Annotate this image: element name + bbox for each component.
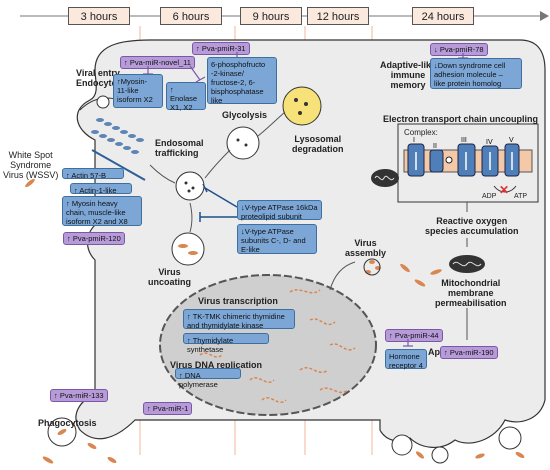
gene-myosin11: ↑Myosin- 11-like isoform X2: [113, 74, 163, 108]
inhibition-lines: [199, 183, 238, 222]
myosin-rod: [91, 149, 146, 181]
mirna-pmir31: ↑ Pva-pmiR-31: [192, 42, 250, 55]
proton-arrows: [415, 152, 513, 170]
label-uncoating: Virus uncoating: [148, 267, 191, 287]
label-ros: Reactive oxygen species accumulation: [425, 216, 519, 236]
mirna-mir1: ↑ Pva-miR-1: [143, 402, 193, 415]
gene-vatpase16: ↓V-type ATPase 16kDa proteolipid subunit: [237, 200, 322, 221]
label-complex: Complex:: [404, 128, 438, 137]
etc-panel: [397, 123, 539, 203]
time-9h: 9 hours: [240, 7, 302, 25]
gene-pfk: 6-phosphofructo -2-kinase/ fructose-2, 6…: [207, 57, 277, 105]
apoptotic-bodies: [391, 426, 522, 464]
gene-actin57b: ↑ Actin 57-B: [62, 168, 124, 180]
mirna-pmir120: ↑ Pva-pmiR-120: [63, 232, 125, 245]
label-wssv: White Spot Syndrome Virus (WSSV): [3, 150, 59, 180]
label-atp: ATP: [514, 193, 528, 200]
gene-hormone-receptor: Hormone receptor 4: [385, 349, 427, 370]
atp-synthesis-arrow: [493, 185, 517, 193]
timeline-arrow-icon: [540, 11, 549, 21]
time-6h: 6 hours: [160, 7, 222, 25]
label-adaptive: Adaptive-like immune memory: [380, 60, 437, 90]
label-etc: Electron transport chain uncoupling: [383, 114, 539, 124]
label-transcription: Virus transcription: [198, 296, 278, 306]
glycolysis-vesicle: [226, 126, 260, 160]
early-endosome: [175, 171, 205, 201]
etc-complexes: [407, 143, 520, 177]
mirna-mir190: ↑ Pva-miR-190: [440, 346, 498, 359]
mitochondrion-icon: [371, 169, 399, 187]
mirna-novel11: ↑ Pva-miR-novel_11: [120, 56, 195, 69]
label-adp: ADP: [482, 193, 497, 200]
label-endosomal: Endosomal trafficking: [155, 138, 204, 158]
gene-myosin-heavy: ↑ Myosin heavy chain, muscle-like isofor…: [62, 196, 142, 226]
time-24h: 24 hours: [412, 7, 474, 25]
label-phagocytosis: Phagocytosis: [38, 418, 97, 428]
gene-enolase: ↑ Enolase X1, X2: [166, 82, 206, 112]
late-endosome: [171, 232, 205, 266]
entering-virus: [96, 95, 110, 109]
phago-virus: [57, 428, 67, 436]
gene-down-syndrome: ↓Down syndrome cell adhesion molecule – …: [430, 58, 522, 89]
gene-actin1: ↑ Actin-1-like: [70, 183, 132, 195]
trafficking-arrows: [149, 111, 286, 233]
assembly-virion-cluster: [363, 258, 381, 276]
ruptured-mitochondrion: [449, 255, 485, 273]
label-assembly: Virus assembly: [345, 238, 387, 258]
label-viral-entry: Viral entry Endocytosis: [76, 68, 130, 88]
gene-vatpase-cde: ↓V-type ATPase subunits C-, D- and E-lik…: [237, 224, 317, 254]
gene-dna-pol: ↑ DNA polymerase: [175, 368, 241, 389]
lysosome: [282, 86, 322, 126]
label-dna-replication: Virus DNA replication: [170, 360, 263, 370]
block-x-icon: ✕: [499, 183, 509, 197]
assembly-arrow: [329, 261, 356, 291]
time-3h: 3 hours: [68, 7, 130, 25]
gene-thymidylate: ↑ Thymidylate synthetase: [183, 333, 269, 354]
mirna-pmir44: ↑ Pva-pmiR-44: [385, 329, 443, 342]
assembled-virions: [25, 178, 525, 464]
label-mito-perm: Mitochondrial membrane permeabilisation: [435, 278, 507, 308]
label-lysosomal: Lysosomal degradation: [292, 134, 344, 154]
gene-tk-tmk: ↑ TK-TMK chimeric thymidine and thymidyl…: [183, 309, 295, 330]
label-glycolysis: Glycolysis: [222, 110, 268, 120]
mirna-mir133: ↑ Pva-miR-133: [50, 389, 108, 402]
actin-filaments: [91, 118, 144, 154]
time-12h: 12 hours: [307, 7, 369, 25]
mirna-pmir78: ↓ Pva-pmiR-78: [430, 43, 488, 56]
